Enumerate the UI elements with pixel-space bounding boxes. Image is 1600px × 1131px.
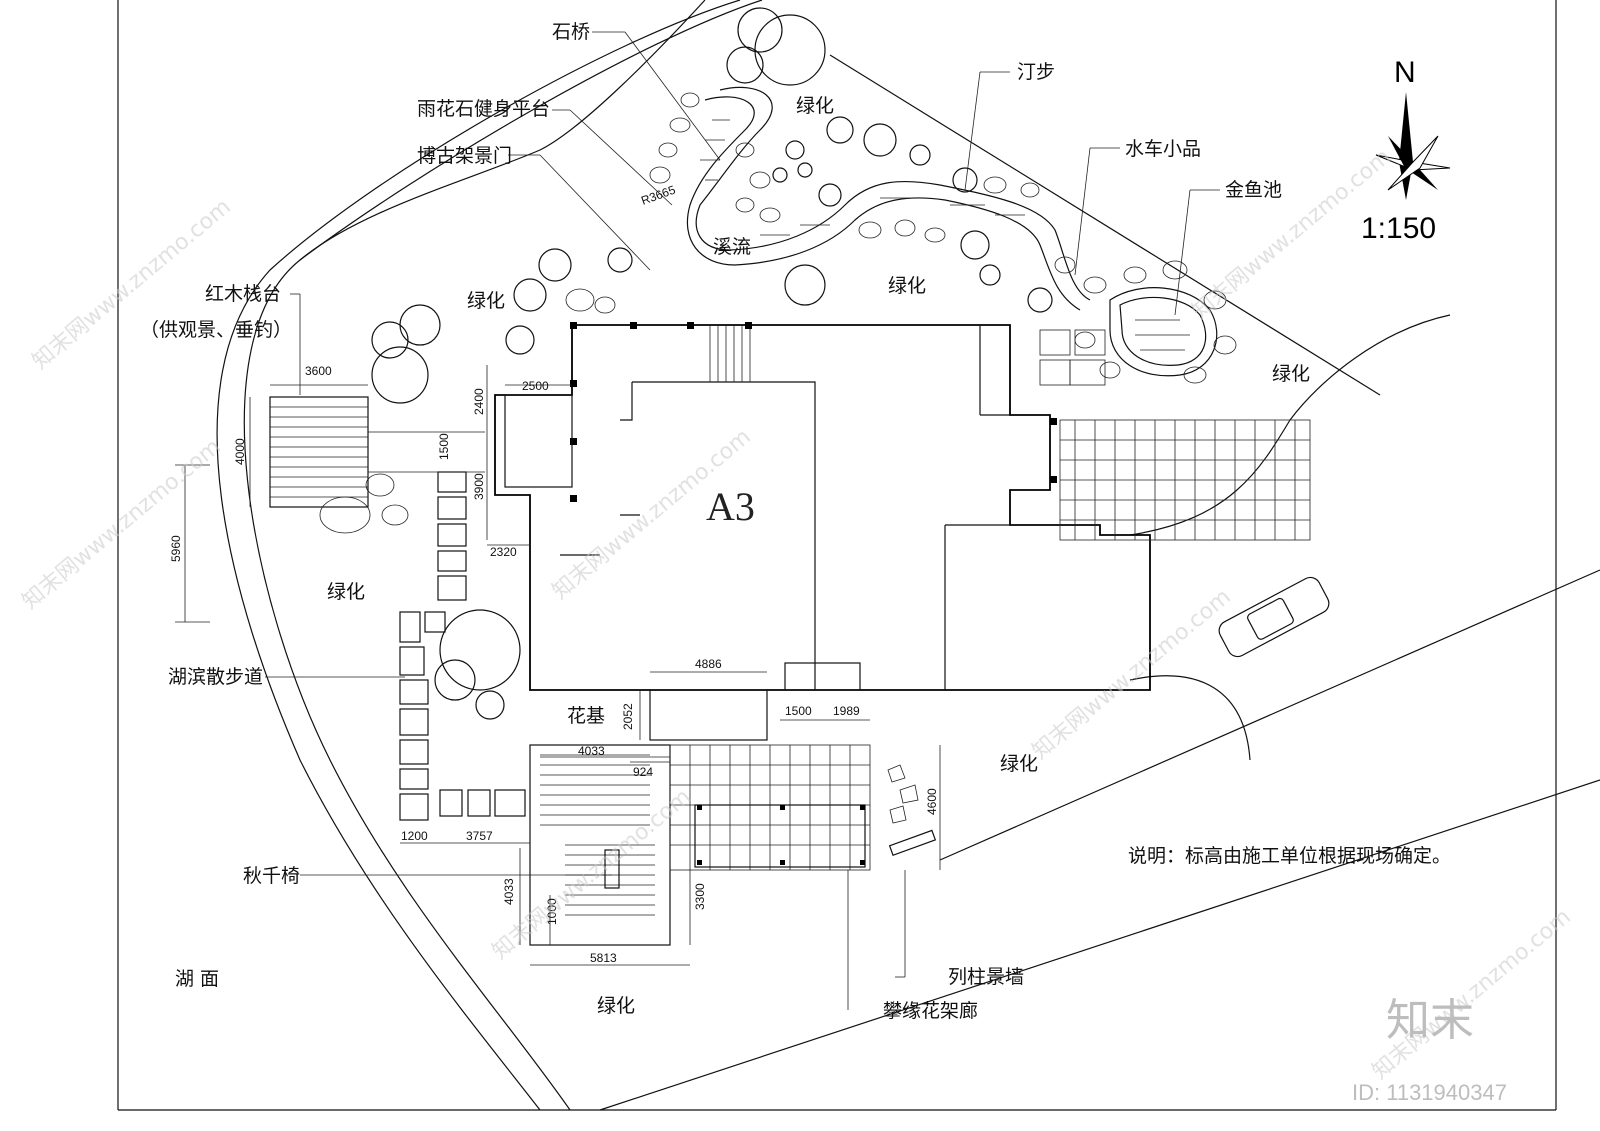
dimension-lines <box>175 365 941 966</box>
label-greening-6: 绿化 <box>1000 753 1038 775</box>
label-greening-7: 绿化 <box>597 995 635 1017</box>
dim-3300: 3300 <box>693 883 707 910</box>
label-stone-bridge: 石桥 <box>552 21 590 43</box>
label-greening-4: 绿化 <box>1272 363 1310 385</box>
dim-1500-b: 1500 <box>785 704 812 718</box>
stream-and-pond <box>686 86 1218 377</box>
watermark-brand: 知末 <box>1386 995 1474 1046</box>
label-greening-1: 绿化 <box>796 95 834 117</box>
label-bogu-gate: 博古架景门 <box>417 145 512 167</box>
dim-2400: 2400 <box>472 388 486 415</box>
watermark-site-6: 知末网www.znzmo.com <box>488 784 696 964</box>
north-arrow: N <box>1375 56 1451 200</box>
north-label: N <box>1394 56 1416 89</box>
dim-2052: 2052 <box>621 703 635 730</box>
dim-4033-b: 4033 <box>502 878 516 905</box>
label-building-a3: A3 <box>706 484 755 529</box>
dim-4886: 4886 <box>695 657 722 671</box>
label-radius: R3665 <box>639 182 677 207</box>
landscape-stones <box>319 92 1237 534</box>
label-pergola: 攀缘花架廊 <box>883 1000 978 1022</box>
site-boundary <box>216 0 1600 1111</box>
dim-5960: 5960 <box>169 535 183 562</box>
labels: 石桥 雨花石健身平台 博古架景门 汀步 水车小品 金鱼池 绿化 绿化 绿化 绿化… <box>140 21 1451 1022</box>
label-flower-bed: 花基 <box>567 705 605 727</box>
lakeside-path-slabs <box>399 471 526 821</box>
label-lake-surface: 湖 面 <box>175 968 219 990</box>
car-symbol <box>1218 576 1330 658</box>
dim-4600: 4600 <box>925 788 939 815</box>
paved-court <box>1039 329 1311 541</box>
label-redwood-deck-note: （供观景、垂钓） <box>140 319 292 341</box>
label-greening-5: 绿化 <box>327 581 365 603</box>
leader-lines <box>265 31 1220 1010</box>
label-greening-2: 绿化 <box>888 275 926 297</box>
label-redwood-deck: 红木栈台 <box>205 283 281 305</box>
dim-3900: 3900 <box>472 473 486 500</box>
label-waterwheel: 水车小品 <box>1125 138 1201 160</box>
label-stream: 溪流 <box>713 236 751 258</box>
building-a3 <box>494 322 1151 741</box>
redwood-deck <box>269 396 485 508</box>
drawing-frame <box>117 0 1557 1111</box>
dim-1000: 1000 <box>545 898 559 925</box>
dim-1500-a: 1500 <box>437 433 451 460</box>
label-stepping-stones: 汀步 <box>1017 61 1055 83</box>
dim-4000: 4000 <box>233 438 247 465</box>
dim-5813: 5813 <box>590 951 617 965</box>
label-goldfish-pond: 金鱼池 <box>1225 179 1282 201</box>
label-colonnade-wall: 列柱景墙 <box>948 966 1024 988</box>
dim-2500: 2500 <box>522 379 549 393</box>
label-swing-chair: 秋千椅 <box>243 865 300 887</box>
watermark-id: ID: 1131940347 <box>1352 1080 1507 1105</box>
watermark-site-2: 知末网www.znzmo.com <box>18 434 226 614</box>
label-greening-3: 绿化 <box>467 290 505 312</box>
dim-3600: 3600 <box>305 364 332 378</box>
dim-924: 924 <box>633 765 653 779</box>
label-pebble-platform: 雨花石健身平台 <box>417 98 550 120</box>
dim-2320: 2320 <box>490 545 517 559</box>
dim-4033-a: 4033 <box>578 744 605 758</box>
dim-3757: 3757 <box>466 829 493 843</box>
watermark-site-4: 知末网www.znzmo.com <box>1028 584 1236 764</box>
trees <box>371 7 1053 720</box>
dim-1989: 1989 <box>833 704 860 718</box>
label-lakeside-path: 湖滨散步道 <box>168 666 263 688</box>
label-note: 说明：标高由施工单位根据现场确定。 <box>1128 845 1451 867</box>
dimension-text: 3600 4000 5960 2500 2400 1500 3900 2320 … <box>169 364 939 965</box>
south-terrace <box>529 744 937 946</box>
dim-1200: 1200 <box>401 829 428 843</box>
scale-label: 1:150 <box>1361 212 1436 245</box>
